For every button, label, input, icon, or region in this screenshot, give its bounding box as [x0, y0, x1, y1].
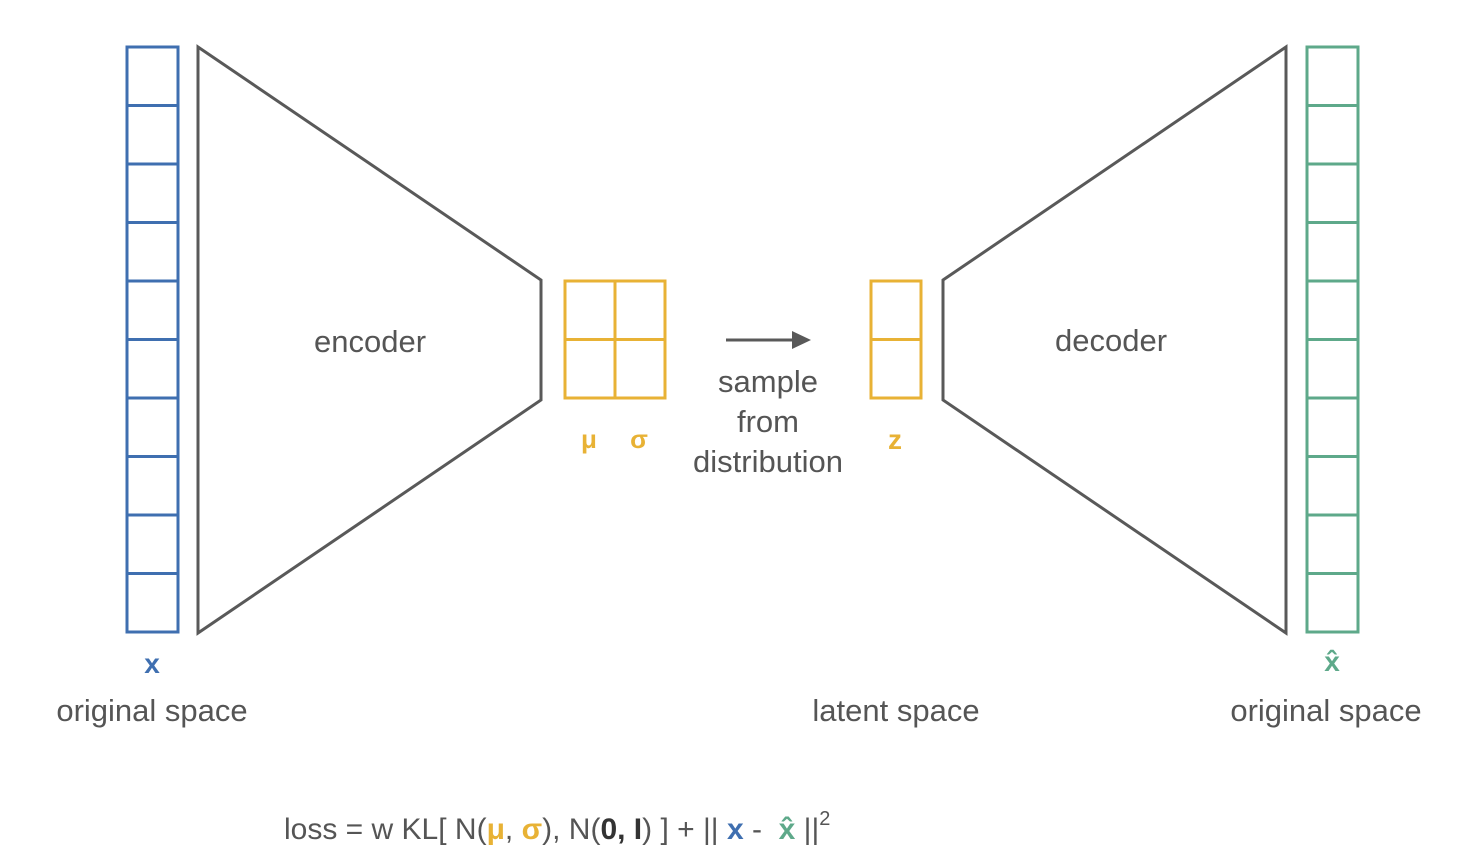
- input-vector-label: x: [144, 648, 160, 679]
- latent-vector: [869, 279, 923, 400]
- loss-formula: loss = w KL[ N(μ, σ), N(0, I) ] + || x -…: [284, 808, 830, 847]
- latent-param-cell: [613, 338, 667, 400]
- loss-sigma: σ: [521, 813, 543, 846]
- output-space-label: original space: [1230, 693, 1422, 728]
- output-vector-cell: [1305, 279, 1360, 341]
- loss-part: loss = w KL[ N(: [284, 813, 487, 846]
- input-vector: [125, 45, 180, 634]
- decoder-label: decoder: [1054, 323, 1168, 358]
- input-vector-cell: [125, 338, 180, 400]
- input-vector-cell: [125, 455, 180, 517]
- latent-param-cell: [563, 338, 617, 400]
- encoder-trapezoid: [196, 44, 543, 636]
- input-vector-cell: [125, 162, 180, 224]
- input-space-label: original space: [56, 693, 248, 728]
- latent-vector-label: z: [888, 424, 902, 455]
- latent-params-grid: [563, 279, 667, 400]
- sigma-label: σ: [630, 424, 648, 454]
- latent-vector-cell: [869, 279, 923, 341]
- loss-part: ) ] + ||: [642, 813, 727, 846]
- latent-param-cell: [613, 279, 667, 341]
- loss-x: x: [726, 813, 744, 846]
- output-vector-cell: [1305, 572, 1360, 634]
- output-vector-cell: [1305, 45, 1360, 107]
- input-vector-cell: [125, 396, 180, 458]
- sampling-line-3: distribution: [693, 444, 843, 479]
- loss-prior: 0, I: [600, 813, 643, 846]
- loss-part: ||: [795, 813, 820, 846]
- output-vector-cell: [1305, 455, 1360, 517]
- output-vector-cell: [1305, 104, 1360, 166]
- encoder-label: encoder: [313, 324, 427, 359]
- sampling-arrow: [726, 331, 811, 349]
- input-vector-cell: [125, 279, 180, 341]
- sampling-line-1: sample: [718, 364, 818, 399]
- input-vector-cell: [125, 572, 180, 634]
- loss-part: -: [743, 813, 779, 846]
- output-vector-label: x̂: [1324, 646, 1340, 677]
- output-vector-cell: [1305, 338, 1360, 400]
- input-vector-cell: [125, 45, 180, 107]
- latent-vector-cell: [869, 338, 923, 400]
- loss-mu: μ: [486, 813, 505, 846]
- output-vector-cell: [1305, 221, 1360, 283]
- input-vector-cell: [125, 513, 180, 575]
- output-vector-cell: [1305, 513, 1360, 575]
- mu-label: μ: [581, 424, 597, 454]
- output-vector-cell: [1305, 396, 1360, 458]
- sampling-line-2: from: [737, 404, 799, 439]
- latent-param-cell: [563, 279, 617, 341]
- loss-part: ), N(: [542, 813, 601, 846]
- loss-exponent: 2: [819, 808, 831, 830]
- decoder-trapezoid: [941, 44, 1288, 636]
- input-vector-cell: [125, 221, 180, 283]
- input-vector-cell: [125, 104, 180, 166]
- output-vector-cell: [1305, 162, 1360, 224]
- loss-part: ,: [504, 813, 522, 846]
- output-vector: [1305, 45, 1360, 634]
- latent-space-label: latent space: [812, 693, 980, 728]
- loss-x-hat: x̂: [778, 813, 796, 846]
